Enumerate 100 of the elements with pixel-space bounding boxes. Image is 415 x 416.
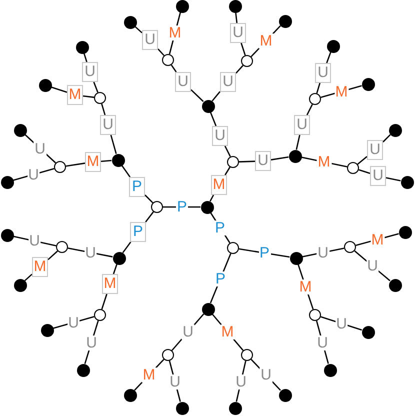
connector-line	[121, 164, 131, 178]
open-circle	[309, 309, 321, 321]
edge-label: U	[260, 368, 272, 382]
open-circle	[347, 162, 359, 174]
filled-dot	[124, 388, 136, 402]
edge-label: M	[258, 34, 274, 48]
connector-line	[238, 160, 256, 162]
letter-box: U	[212, 126, 228, 146]
letter-box: U	[100, 115, 116, 135]
edge-label: U	[27, 167, 40, 182]
connector-line	[24, 134, 56, 164]
filled-dot	[228, 402, 242, 414]
letter-box: U	[142, 30, 158, 50]
open-circle	[241, 55, 253, 67]
letter-box: M	[85, 152, 101, 172]
filled-dot	[176, 402, 188, 414]
edge-label: M	[298, 279, 313, 294]
connector-line	[358, 169, 370, 174]
connector-line	[24, 274, 32, 282]
filled-dot	[228, 0, 242, 12]
connector-line	[145, 211, 154, 222]
filled-dot	[398, 226, 412, 238]
filled-dot	[112, 252, 126, 264]
edge-label: M	[168, 26, 182, 40]
filled-dot	[0, 176, 14, 188]
letter-box: U	[220, 72, 236, 92]
connector-line	[306, 104, 313, 116]
edge-label: P	[214, 220, 226, 235]
connector-line	[326, 52, 332, 64]
edge-label: M	[220, 324, 235, 340]
connector-line	[13, 236, 56, 246]
connector-line	[53, 316, 94, 329]
edge-label: M	[142, 368, 156, 382]
connector-line	[320, 316, 362, 331]
connector-line	[83, 53, 88, 62]
edge-label: U	[168, 374, 182, 389]
open-circle	[94, 309, 106, 321]
connector-line	[84, 320, 99, 364]
edge-label: P	[176, 200, 188, 214]
connector-line	[224, 146, 231, 157]
filled-dot	[14, 124, 26, 136]
connector-line	[240, 42, 246, 56]
connector-line	[66, 162, 86, 167]
connector-line	[316, 82, 321, 94]
edge-label: U	[366, 258, 379, 274]
open-circle	[241, 349, 253, 361]
letter-box: M	[67, 85, 83, 105]
letter-box: U	[230, 23, 246, 43]
filled-dot	[288, 150, 302, 162]
filled-dot	[124, 16, 136, 28]
filled-dot	[324, 364, 336, 376]
edge-label: P	[214, 271, 226, 286]
edge-label: U	[85, 335, 98, 350]
connector-line	[210, 253, 232, 304]
filled-dot	[176, 0, 188, 12]
connector-line	[134, 26, 142, 34]
filled-dot	[278, 14, 292, 28]
letter-box: M	[32, 257, 48, 277]
edge-label: U	[28, 234, 41, 248]
connector-line	[212, 91, 220, 102]
filled-dot	[388, 278, 402, 292]
filled-dot	[400, 176, 414, 188]
connector-line	[101, 294, 108, 310]
connector-line	[302, 248, 344, 258]
connector-line	[122, 242, 132, 254]
letter-box: M	[211, 175, 227, 195]
letter-box: P	[130, 222, 146, 242]
filled-dot	[326, 40, 340, 52]
connector-line	[190, 89, 204, 102]
connector-line	[168, 360, 181, 402]
open-circle	[227, 242, 239, 254]
edge-label: U	[84, 245, 97, 260]
filled-dot	[0, 228, 14, 242]
connector-line	[158, 48, 164, 56]
open-circle	[151, 201, 163, 213]
letter-box: U	[367, 140, 383, 160]
edge-label: U	[316, 245, 330, 260]
edge-label: M	[370, 232, 385, 247]
connector-line	[171, 313, 204, 351]
connector-line	[297, 264, 314, 310]
connector-line	[13, 168, 54, 181]
connector-line	[170, 64, 177, 72]
connector-line	[357, 156, 368, 165]
filled-dot	[200, 200, 214, 214]
connector-line	[235, 12, 238, 24]
connector-line	[224, 166, 230, 176]
connector-line	[68, 247, 113, 258]
letter-box: U	[370, 166, 386, 186]
connector-line	[101, 104, 106, 116]
edge-label: U	[182, 324, 194, 340]
edge-label: M	[316, 154, 332, 170]
connector-line	[210, 112, 217, 126]
letter-box: U	[82, 62, 98, 82]
connector-line	[168, 12, 182, 54]
connector-line	[82, 95, 94, 98]
filled-dot	[202, 100, 214, 112]
letter-box: M	[102, 274, 118, 294]
filled-dot	[202, 302, 214, 316]
filled-dot	[40, 324, 54, 336]
letter-box: U	[255, 151, 271, 171]
